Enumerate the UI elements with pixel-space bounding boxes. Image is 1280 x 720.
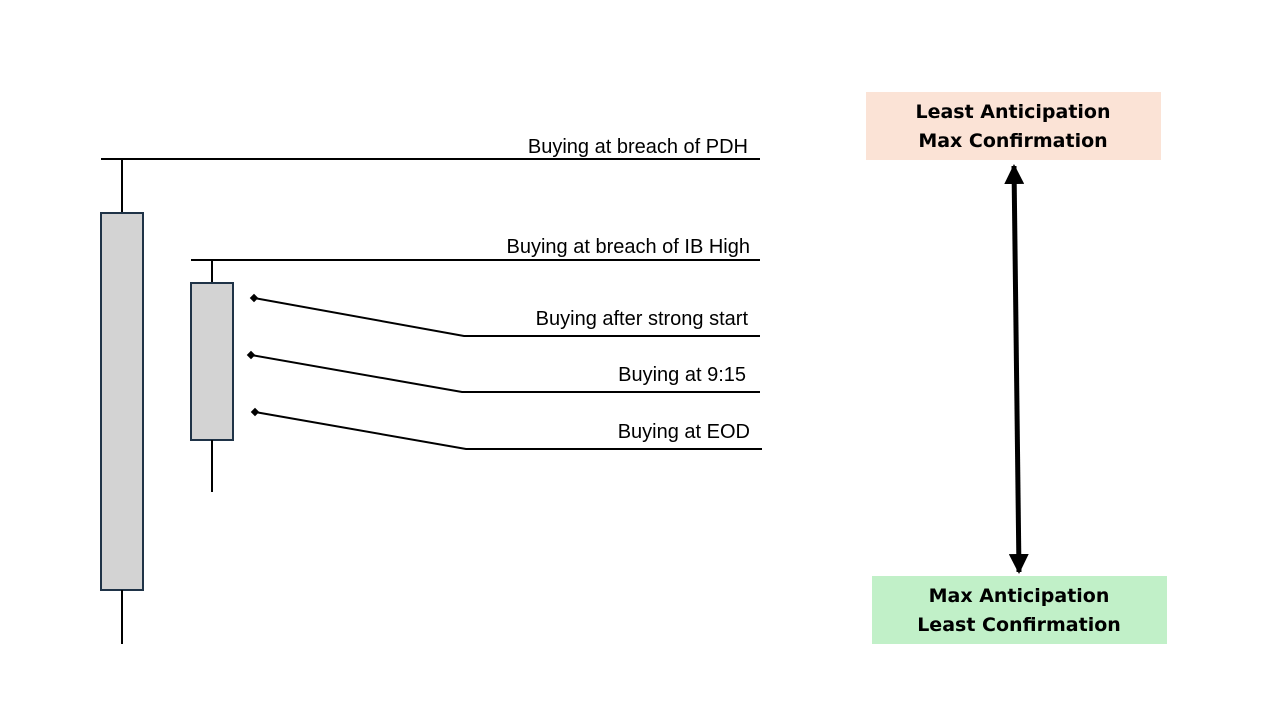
strong-start-leader-line — [253, 297, 760, 337]
open-915-leader-line — [250, 354, 760, 393]
top-spectrum-box-bg — [866, 92, 1161, 160]
current-day-candle-body — [190, 282, 234, 441]
strong-start-pointer — [249, 293, 259, 303]
open-915-callout: Buying at 9:15 — [246, 350, 760, 393]
top-spectrum-line-1: Least Anticipation — [915, 101, 1110, 123]
strong-start-callout: Buying after strong start — [249, 293, 760, 337]
bottom-spectrum-line-2: Least Confirmation — [917, 614, 1121, 636]
current-day-candle — [190, 260, 234, 492]
bottom-spectrum-box-bg — [872, 576, 1167, 644]
bottom-spectrum-box: Max Anticipation Least Confirmation — [872, 576, 1167, 644]
eod-leader-line — [254, 411, 762, 450]
eod-label: Buying at EOD — [618, 421, 750, 443]
strong-start-label: Buying after strong start — [536, 308, 749, 330]
pdh-level-label: Buying at breach of PDH — [528, 136, 748, 158]
previous-day-candle-body — [100, 212, 144, 591]
bottom-spectrum-line-1: Max Anticipation — [929, 585, 1110, 607]
open-915-label: Buying at 9:15 — [618, 364, 746, 386]
ib-high-level-label: Buying at breach of IB High — [507, 236, 750, 258]
previous-day-candle — [100, 159, 144, 644]
eod-pointer — [250, 407, 260, 417]
eod-callout: Buying at EOD — [250, 407, 762, 450]
top-spectrum-line-2: Max Confirmation — [918, 130, 1107, 152]
top-spectrum-box: Least Anticipation Max Confirmation — [866, 92, 1161, 160]
double-headed-arrow — [1004, 164, 1029, 574]
open-915-pointer — [246, 350, 256, 360]
